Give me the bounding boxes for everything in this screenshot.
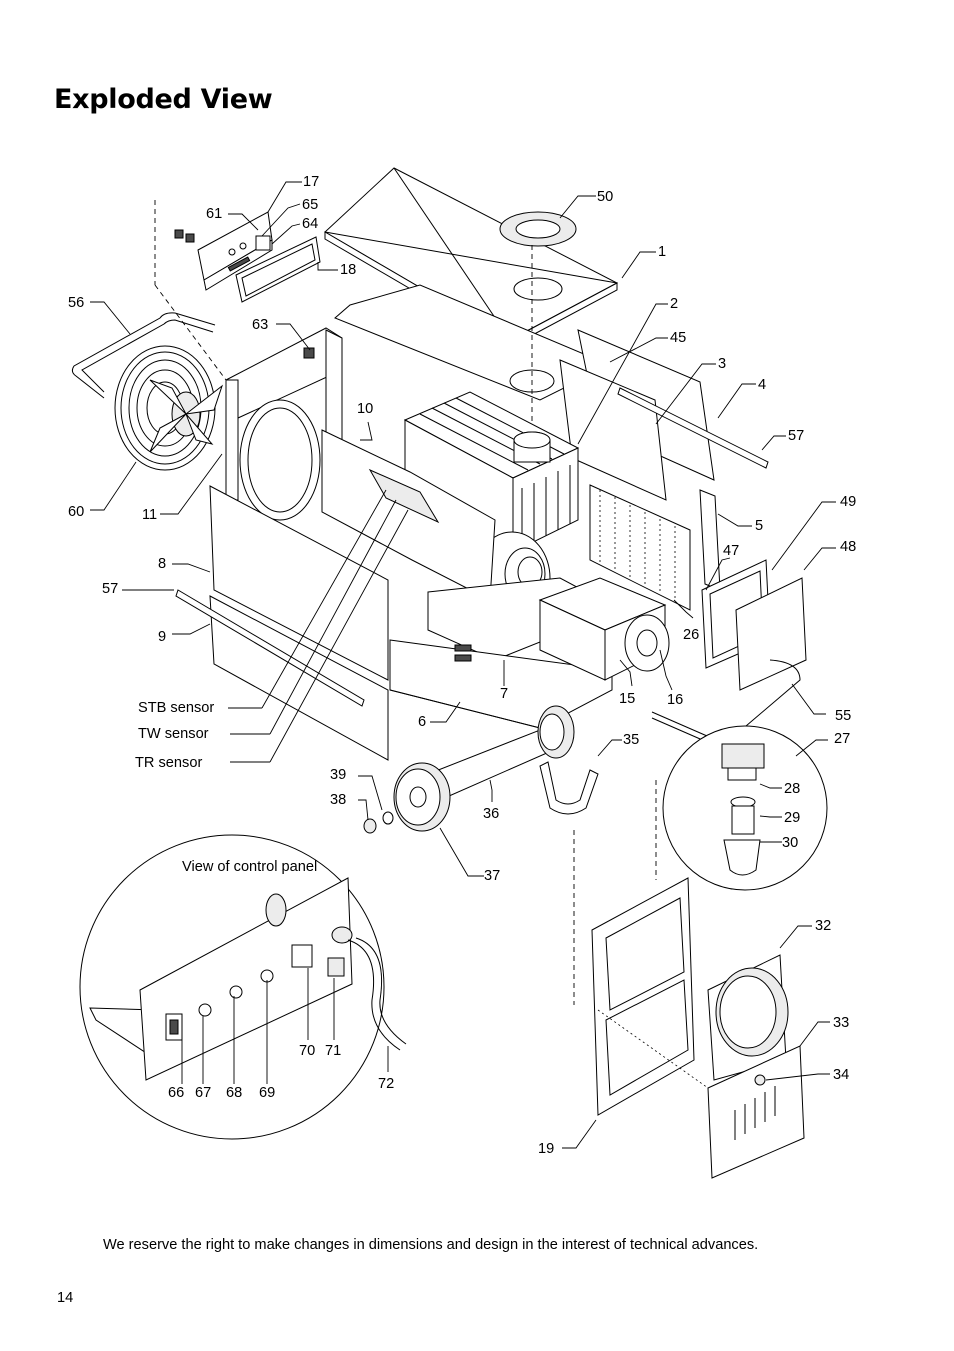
filter-collar bbox=[707, 954, 789, 1081]
inspection-cover bbox=[321, 429, 496, 601]
tw-sensor-label: TW sensor bbox=[138, 726, 209, 742]
part-label-39: 39 bbox=[330, 767, 346, 783]
page-title: Exploded View bbox=[54, 84, 273, 115]
support-stand bbox=[539, 761, 599, 815]
filter-grille bbox=[707, 1045, 805, 1179]
leader-lines bbox=[90, 181, 836, 1149]
part-label-9: 9 bbox=[158, 629, 166, 645]
part-label-11: 11 bbox=[142, 507, 157, 523]
heating-element bbox=[589, 484, 691, 611]
support-rod-right bbox=[617, 387, 769, 469]
part-label-45: 45 bbox=[670, 330, 686, 346]
inset-title: View of control panel bbox=[182, 859, 317, 875]
part-label-3: 3 bbox=[718, 356, 726, 372]
page-number: 14 bbox=[57, 1290, 74, 1306]
part-label-26: 26 bbox=[683, 627, 699, 643]
part-label-15: 15 bbox=[619, 691, 635, 707]
control-panel-detail bbox=[79, 834, 407, 1140]
footnote: We reserve the right to make changes in … bbox=[103, 1237, 759, 1253]
panel-seal bbox=[235, 236, 321, 303]
part-label-28: 28 bbox=[784, 781, 800, 797]
part-label-69: 69 bbox=[259, 1085, 275, 1101]
control-panel bbox=[174, 211, 273, 291]
part-label-18: 18 bbox=[340, 262, 356, 278]
part-label-33: 33 bbox=[833, 1015, 849, 1031]
part-label-5: 5 bbox=[755, 518, 763, 534]
part-label-68: 68 bbox=[226, 1085, 242, 1101]
front-panel-upper bbox=[209, 485, 389, 681]
gas-valve-detail bbox=[662, 725, 828, 891]
part-label-2: 2 bbox=[670, 296, 678, 312]
part-label-71: 71 bbox=[325, 1043, 341, 1059]
part-label-27: 27 bbox=[834, 731, 850, 747]
part-label-36: 36 bbox=[483, 806, 499, 822]
fan-housing-frame bbox=[225, 327, 343, 521]
part-labels: 17 61 65 64 18 50 1 2 45 3 4 57 56 63 10… bbox=[68, 174, 856, 1157]
part-label-6: 6 bbox=[418, 714, 426, 730]
part-label-64: 64 bbox=[302, 216, 318, 232]
sensor-leaders bbox=[228, 489, 409, 763]
part-label-30: 30 bbox=[782, 835, 798, 851]
part-label-29: 29 bbox=[784, 810, 800, 826]
part-label-61: 61 bbox=[206, 206, 222, 222]
part-label-32: 32 bbox=[815, 918, 831, 934]
part-label-35: 35 bbox=[623, 732, 639, 748]
wheel-front bbox=[393, 762, 451, 832]
washers bbox=[363, 811, 394, 834]
part-label-60: 60 bbox=[68, 504, 84, 520]
part-label-67: 67 bbox=[195, 1085, 211, 1101]
part-label-57-left: 57 bbox=[102, 581, 118, 597]
part-label-70: 70 bbox=[299, 1043, 315, 1059]
wheel-rear bbox=[537, 705, 575, 759]
part-label-17: 17 bbox=[303, 174, 319, 190]
part-label-38: 38 bbox=[330, 792, 346, 808]
part-label-57-right: 57 bbox=[788, 428, 804, 444]
part-label-4: 4 bbox=[758, 377, 766, 393]
part-label-55: 55 bbox=[835, 708, 851, 724]
part-label-1: 1 bbox=[658, 244, 666, 260]
carry-handle-left bbox=[71, 312, 216, 399]
stb-sensor-label: STB sensor bbox=[138, 700, 214, 716]
part-label-19: 19 bbox=[538, 1141, 554, 1157]
burner-flange bbox=[624, 614, 670, 672]
rear-cover-plate bbox=[735, 577, 807, 691]
sensor-labels: STB sensor TW sensor TR sensor bbox=[135, 700, 214, 771]
flue-collar bbox=[499, 211, 577, 247]
part-label-50: 50 bbox=[597, 189, 613, 205]
part-label-47: 47 bbox=[723, 543, 739, 559]
part-label-72: 72 bbox=[378, 1076, 394, 1092]
part-label-10: 10 bbox=[357, 401, 373, 417]
part-label-8: 8 bbox=[158, 556, 166, 572]
part-label-65: 65 bbox=[302, 197, 318, 213]
part-label-48: 48 bbox=[840, 539, 856, 555]
part-label-7: 7 bbox=[500, 686, 508, 702]
part-label-56: 56 bbox=[68, 295, 84, 311]
filter-housing bbox=[591, 877, 695, 1116]
tr-sensor-label: TR sensor bbox=[135, 755, 202, 771]
part-label-66: 66 bbox=[168, 1085, 184, 1101]
part-label-49: 49 bbox=[840, 494, 856, 510]
part-label-37: 37 bbox=[484, 868, 500, 884]
part-label-16: 16 bbox=[667, 692, 683, 708]
part-label-63: 63 bbox=[252, 317, 268, 333]
part-label-34: 34 bbox=[833, 1067, 849, 1083]
axial-fan bbox=[114, 345, 223, 471]
